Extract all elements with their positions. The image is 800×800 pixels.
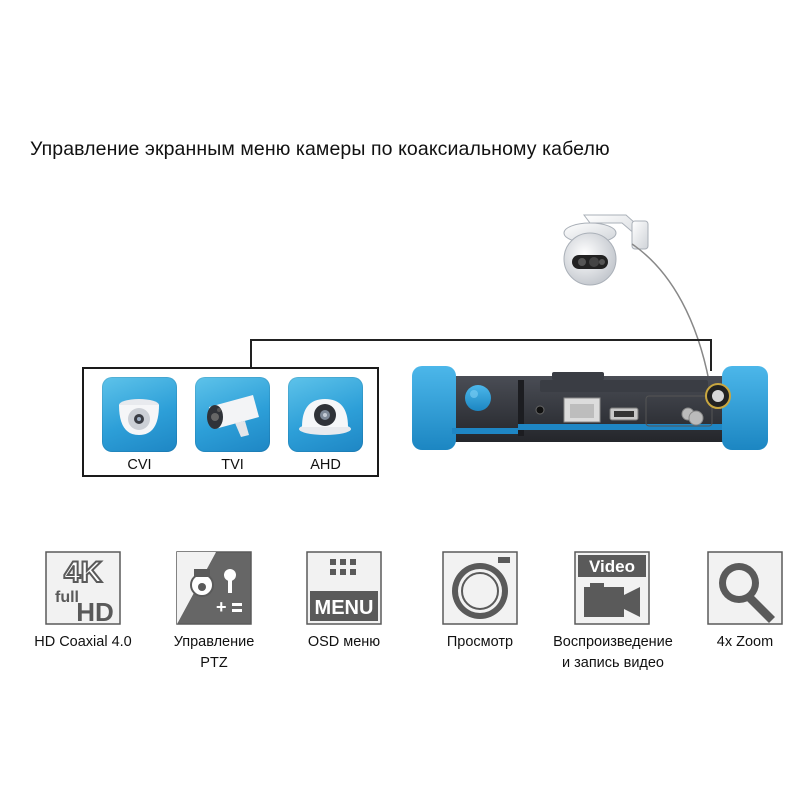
- ptz-control-icon: +: [176, 551, 252, 625]
- feature-hd-coaxial: 4K full HD: [45, 551, 121, 625]
- bullet-camera-icon: [207, 395, 259, 437]
- camera-label-ahd: AHD: [310, 457, 341, 473]
- feature-label-hd-coaxial: HD Coaxial 4.0: [34, 634, 132, 650]
- connector-line: [250, 339, 712, 341]
- camera-types-panel: CVI TVI AHD: [82, 367, 379, 477]
- feature-label-zoom: 4x Zoom: [716, 634, 774, 650]
- feature-label-ptz: Управление PTZ: [173, 634, 255, 671]
- connector-line: [710, 339, 712, 371]
- ptz-camera-icon: [563, 214, 649, 286]
- camera-tile-tvi: [195, 377, 270, 452]
- feature-zoom: [707, 551, 783, 625]
- svg-text:+: +: [216, 597, 227, 617]
- page-title: Управление экранным меню камеры по коакс…: [30, 138, 610, 160]
- dome-camera-icon: [119, 399, 159, 435]
- icon-full-text: full: [55, 589, 79, 606]
- eyeball-camera-icon: [299, 399, 351, 435]
- preview-camera-icon: [442, 551, 518, 625]
- feature-video: Video: [574, 551, 650, 625]
- icon-menu-text: MENU: [315, 597, 374, 619]
- coax-cable: [631, 243, 713, 399]
- osd-menu-icon: MENU: [306, 551, 382, 625]
- zoom-magnifier-icon: [707, 551, 783, 625]
- camera-tile-ahd: [288, 377, 363, 452]
- feature-ptz: +: [176, 551, 252, 625]
- tester-device: [412, 366, 768, 450]
- camera-label-tvi: TVI: [221, 457, 244, 473]
- icon-hd-text: HD: [76, 597, 114, 625]
- feature-label-video: Воспроизведение и запись видео: [553, 634, 673, 671]
- feature-label-osd-menu: OSD меню: [307, 634, 381, 650]
- icon-4k-text: 4K: [64, 556, 103, 589]
- feature-osd-menu: MENU: [306, 551, 382, 625]
- feature-label-preview: Просмотр: [446, 634, 514, 650]
- 4k-full-hd-icon: 4K full HD: [45, 551, 121, 625]
- connector-line: [250, 339, 252, 369]
- camera-tile-cvi: [102, 377, 177, 452]
- icon-video-text: Video: [589, 557, 635, 576]
- feature-preview: [442, 551, 518, 625]
- video-record-icon: Video: [574, 551, 650, 625]
- camera-label-cvi: CVI: [127, 457, 152, 473]
